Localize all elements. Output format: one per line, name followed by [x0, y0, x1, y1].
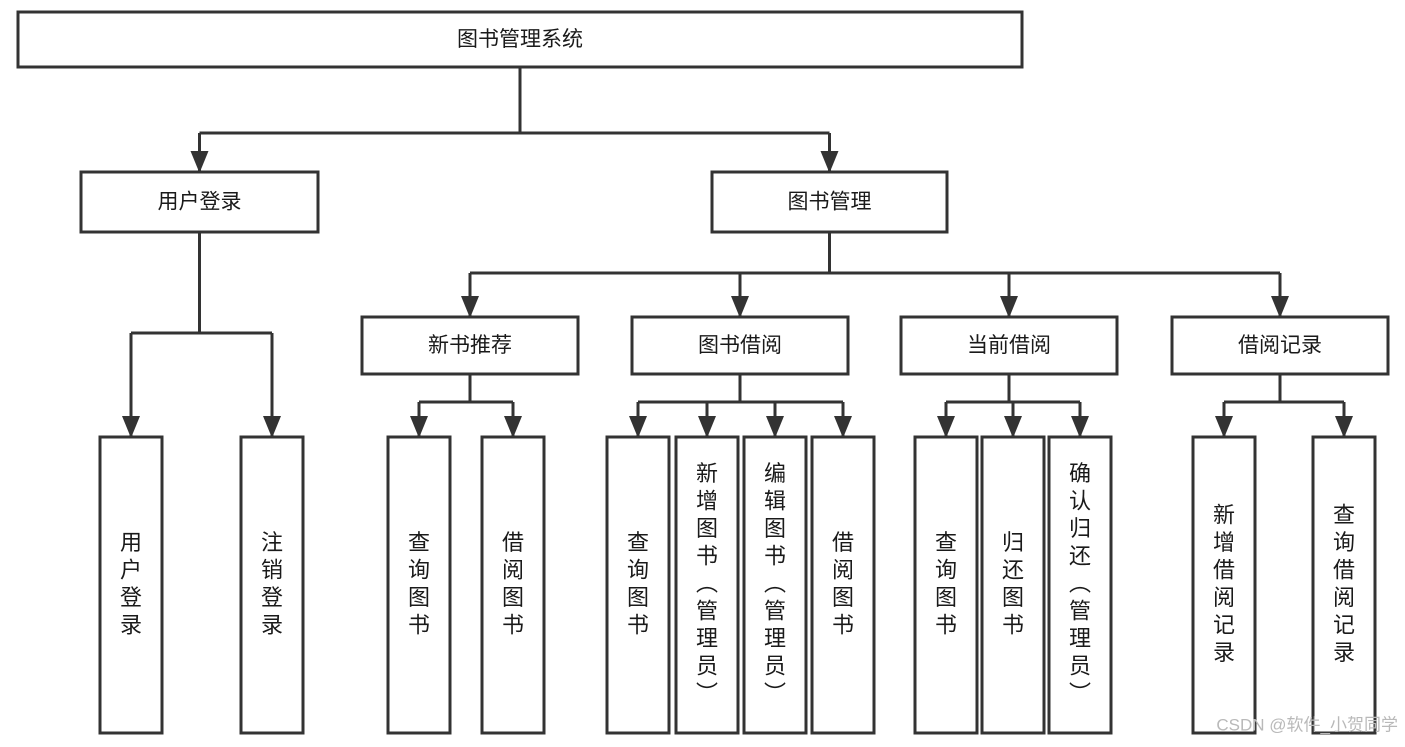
node-l1-book-management-label: 图书管理: [788, 191, 872, 214]
node-root-system[interactable]: 图书管理系统: [16, 10, 1024, 69]
node-l2-borrow-records[interactable]: 借阅记录: [1170, 315, 1390, 376]
conn-book-borrow-arrow-0: [629, 416, 647, 438]
node-l2-current-borrow[interactable]: 当前借阅: [899, 315, 1119, 376]
node-l2-current-borrow-label: 当前借阅: [967, 334, 1051, 357]
node-leaf-leaf-query-books-borrow-box[interactable]: [605, 435, 671, 735]
node-l2-new-book-recommend-box[interactable]: [360, 315, 580, 376]
node-root-system-box[interactable]: [16, 10, 1024, 69]
node-leaf-leaf-edit-book-admin-label: 编辑图书︵管理员︶: [764, 461, 786, 706]
node-l2-new-book-recommend[interactable]: 新书推荐: [360, 315, 580, 376]
node-leaf-leaf-query-borrow-record-box[interactable]: [1311, 435, 1377, 735]
node-l1-user-login[interactable]: 用户登录: [79, 170, 320, 234]
conn-book-borrow-arrow-2: [766, 416, 784, 438]
node-leaf-leaf-query-books-recommend[interactable]: 查询图书: [386, 435, 452, 735]
node-leaf-leaf-query-books-current[interactable]: 查询图书: [913, 435, 979, 735]
conn-borrow-records-arrow-1: [1335, 416, 1353, 438]
node-leaf-leaf-add-borrow-record-label: 新增借阅记录: [1213, 502, 1235, 665]
conn-book-borrow-arrow-1: [698, 416, 716, 438]
connector-layer: [122, 67, 1353, 438]
node-leaf-leaf-borrow-book[interactable]: 借阅图书: [810, 435, 876, 735]
node-leaf-leaf-return-book[interactable]: 归还图书: [980, 435, 1046, 735]
conn-bookmgmt-arrow-0: [461, 296, 479, 318]
conn-new-book-recommend-arrow-0: [410, 416, 428, 438]
node-leaf-leaf-add-book-admin[interactable]: 新增图书︵管理员︶: [674, 435, 740, 735]
node-layer: 图书管理系统用户登录图书管理新书推荐图书借阅当前借阅借阅记录用户登录注销登录查询…: [16, 10, 1390, 735]
node-l2-book-borrow[interactable]: 图书借阅: [630, 315, 850, 376]
conn-current-borrow-arrow-0: [937, 416, 955, 438]
node-leaf-leaf-borrow-books-recommend-label: 借阅图书: [502, 530, 524, 638]
node-leaf-leaf-query-books-current-box[interactable]: [913, 435, 979, 735]
node-leaf-leaf-add-book-admin-box[interactable]: [674, 435, 740, 735]
node-leaf-leaf-add-book-admin-label: 新增图书︵管理员︶: [696, 461, 718, 706]
conn-bookmgmt-arrow-3: [1271, 296, 1289, 318]
node-leaf-leaf-borrow-books-recommend[interactable]: 借阅图书: [480, 435, 546, 735]
conn-root-arrow-1: [820, 151, 839, 173]
conn-userlogin-arrow-1: [263, 416, 281, 438]
node-l1-user-login-box[interactable]: [79, 170, 320, 234]
node-leaf-leaf-borrow-book-label: 借阅图书: [832, 530, 854, 638]
node-leaf-leaf-confirm-return-admin-label: 确认归还︵管理员︶: [1069, 461, 1091, 706]
node-leaf-leaf-logout[interactable]: 注销登录: [239, 435, 305, 735]
node-leaf-leaf-confirm-return-admin[interactable]: 确认归还︵管理员︶: [1047, 435, 1113, 735]
node-leaf-leaf-user-login-box[interactable]: [98, 435, 164, 735]
node-leaf-leaf-query-borrow-record[interactable]: 查询借阅记录: [1311, 435, 1377, 735]
node-l2-book-borrow-box[interactable]: [630, 315, 850, 376]
node-leaf-leaf-logout-label: 注销登录: [261, 530, 283, 638]
node-l2-borrow-records-label: 借阅记录: [1238, 334, 1322, 357]
conn-userlogin-arrow-0: [122, 416, 140, 438]
node-leaf-leaf-borrow-books-recommend-box[interactable]: [480, 435, 546, 735]
node-leaf-leaf-query-books-borrow[interactable]: 查询图书: [605, 435, 671, 735]
csdn-watermark: CSDN @软件_小贺同学: [1216, 715, 1398, 734]
node-l1-book-management[interactable]: 图书管理: [710, 170, 949, 234]
node-leaf-leaf-borrow-book-box[interactable]: [810, 435, 876, 735]
node-leaf-leaf-query-books-recommend-box[interactable]: [386, 435, 452, 735]
node-leaf-leaf-query-books-borrow-label: 查询图书: [627, 530, 649, 638]
conn-root-arrow-0: [190, 151, 209, 173]
conn-current-borrow-arrow-1: [1004, 416, 1022, 438]
node-l1-book-management-box[interactable]: [710, 170, 949, 234]
node-leaf-leaf-edit-book-admin-box[interactable]: [742, 435, 808, 735]
node-leaf-leaf-return-book-label: 归还图书: [1002, 530, 1024, 638]
node-root-system-label: 图书管理系统: [457, 28, 583, 51]
node-l2-book-borrow-label: 图书借阅: [698, 334, 782, 357]
conn-borrow-records-arrow-0: [1215, 416, 1233, 438]
node-leaf-leaf-return-book-box[interactable]: [980, 435, 1046, 735]
node-leaf-leaf-query-borrow-record-label: 查询借阅记录: [1333, 502, 1355, 665]
node-leaf-leaf-add-borrow-record-box[interactable]: [1191, 435, 1257, 735]
node-leaf-leaf-query-books-recommend-label: 查询图书: [408, 530, 430, 638]
node-l2-current-borrow-box[interactable]: [899, 315, 1119, 376]
conn-current-borrow-arrow-2: [1071, 416, 1089, 438]
node-leaf-leaf-user-login-label: 用户登录: [120, 530, 142, 638]
node-l2-borrow-records-box[interactable]: [1170, 315, 1390, 376]
node-leaf-leaf-logout-box[interactable]: [239, 435, 305, 735]
node-l2-new-book-recommend-label: 新书推荐: [428, 334, 512, 357]
conn-book-borrow-arrow-3: [834, 416, 852, 438]
node-leaf-leaf-add-borrow-record[interactable]: 新增借阅记录: [1191, 435, 1257, 735]
node-leaf-leaf-confirm-return-admin-box[interactable]: [1047, 435, 1113, 735]
node-leaf-leaf-query-books-current-label: 查询图书: [935, 530, 957, 638]
conn-new-book-recommend-arrow-1: [504, 416, 522, 438]
conn-bookmgmt-arrow-2: [1000, 296, 1018, 318]
conn-bookmgmt-arrow-1: [731, 296, 749, 318]
node-leaf-leaf-user-login[interactable]: 用户登录: [98, 435, 164, 735]
node-leaf-leaf-edit-book-admin[interactable]: 编辑图书︵管理员︶: [742, 435, 808, 735]
node-l1-user-login-label: 用户登录: [158, 191, 242, 214]
